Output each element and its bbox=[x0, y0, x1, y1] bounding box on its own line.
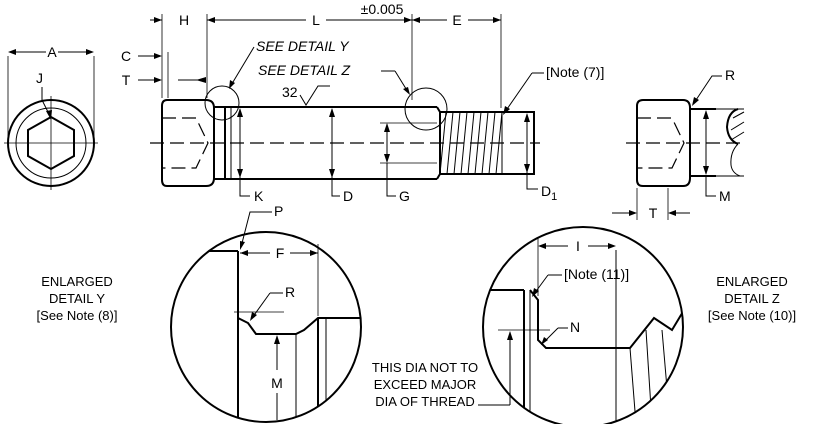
detail-label-n: N bbox=[570, 319, 580, 335]
detail-y-caption-line-1: ENLARGED bbox=[41, 274, 113, 289]
detail-z-caption-line-3: [See Note (10)] bbox=[708, 308, 796, 323]
note-11-label: [Note (11)] bbox=[564, 266, 629, 282]
dim-label-t-right: T bbox=[649, 205, 658, 221]
thread-note-line-2: EXCEED MAJOR bbox=[374, 377, 477, 392]
see-detail-z-label: SEE DETAIL Z bbox=[258, 62, 351, 78]
detail-label-i: I bbox=[576, 238, 580, 254]
dim-label-e: E bbox=[452, 12, 461, 28]
side-view: H L ±0.005 E C T SEE DETAIL Y SEE DETAIL… bbox=[121, 1, 604, 204]
hex-socket-hidden-lines bbox=[162, 117, 209, 169]
detail-z-callout-circle bbox=[404, 87, 448, 131]
thread-diameter-note: THIS DIA NOT TO EXCEED MAJOR DIA OF THRE… bbox=[372, 360, 478, 409]
see-detail-y-label: SEE DETAIL Y bbox=[256, 38, 350, 54]
detail-label-p: P bbox=[274, 203, 283, 219]
thread-note-line-1: THIS DIA NOT TO bbox=[372, 360, 478, 375]
detail-label-f: F bbox=[276, 245, 285, 261]
dim-label-c: C bbox=[121, 48, 131, 64]
detail-y-caption-line-3: [See Note (8)] bbox=[37, 308, 118, 323]
dim-label-k: K bbox=[254, 188, 264, 204]
enlarged-detail-z: I [Note (11)] N bbox=[478, 226, 684, 424]
dim-label-m: M bbox=[719, 188, 731, 204]
head-side-view: R M T bbox=[612, 67, 745, 221]
thread-note-line-3: DIA OF THREAD bbox=[375, 394, 474, 409]
head-view-hex-hidden-lines bbox=[637, 117, 685, 169]
detail-y-caption: ENLARGED DETAIL Y [See Note (8)] bbox=[37, 274, 118, 323]
dim-label-h: H bbox=[179, 12, 189, 28]
detail-y-caption-line-2: DETAIL Y bbox=[49, 291, 105, 306]
enlarged-detail-y: P F R M bbox=[170, 203, 362, 423]
dim-label-r: R bbox=[725, 67, 735, 83]
dim-label-g: G bbox=[399, 188, 410, 204]
dim-label-t: T bbox=[122, 72, 131, 88]
surface-finish-32: 32 bbox=[282, 84, 298, 100]
head-view-outline bbox=[636, 99, 691, 187]
dim-label-l: L bbox=[312, 12, 320, 28]
detail-z-circle bbox=[482, 226, 684, 424]
detail-z-caption-line-2: DETAIL Z bbox=[724, 291, 780, 306]
detail-label-m: M bbox=[271, 375, 283, 391]
dim-label-d1: D1 bbox=[541, 183, 557, 203]
detail-z-caption: ENLARGED DETAIL Z [See Note (10)] bbox=[708, 274, 796, 323]
dim-label-a: A bbox=[47, 44, 57, 60]
detail-label-r: R bbox=[285, 284, 295, 300]
dim-label-j: J bbox=[36, 70, 43, 86]
note-7-label: [Note (7)] bbox=[546, 64, 604, 80]
detail-y-callout-circle bbox=[204, 85, 240, 121]
detail-z-caption-line-1: ENLARGED bbox=[716, 274, 788, 289]
detail-y-circle bbox=[170, 231, 362, 423]
dim-label-d: D bbox=[343, 188, 353, 204]
end-view: A J bbox=[4, 44, 98, 190]
dim-tolerance: ±0.005 bbox=[361, 1, 404, 17]
screw-head bbox=[161, 99, 215, 187]
